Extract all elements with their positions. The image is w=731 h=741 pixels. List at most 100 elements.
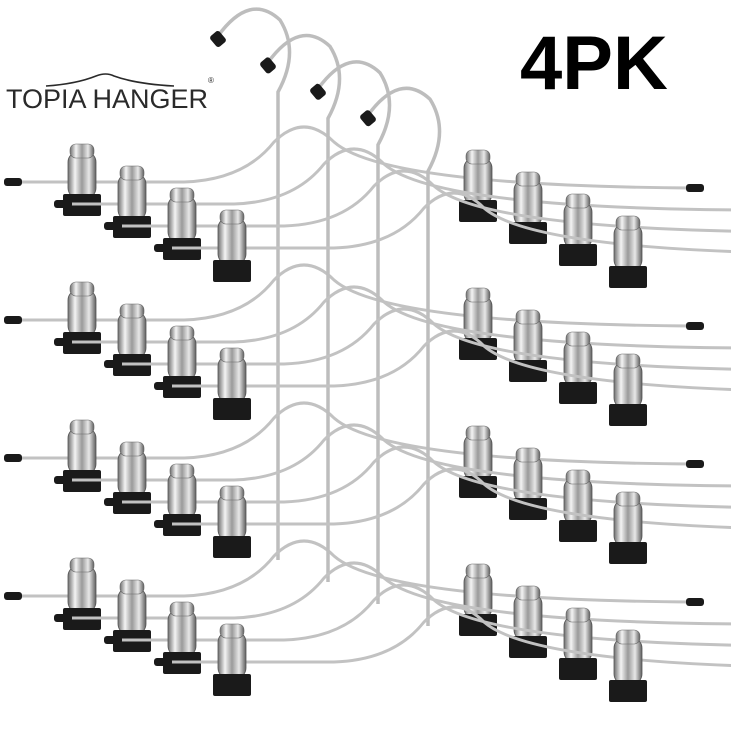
hanger-hook — [266, 33, 342, 582]
clip-body — [217, 217, 247, 265]
rod-end-cap — [54, 476, 72, 484]
rod-end-cap — [686, 460, 704, 468]
hanger-rod — [64, 561, 731, 626]
clip-body — [217, 493, 247, 541]
clip-spring — [565, 193, 591, 209]
clip-body — [217, 631, 247, 679]
clip-spring — [465, 425, 491, 441]
hanger-rod — [64, 147, 731, 212]
clip-grip — [559, 658, 597, 680]
clip-spring — [169, 187, 195, 203]
rod-end-cap — [104, 636, 122, 644]
clip-spring — [119, 303, 145, 319]
clip-grip — [459, 476, 497, 498]
clip-spring — [615, 353, 641, 369]
hanger-rod — [164, 605, 731, 668]
clip-body — [67, 427, 97, 475]
clip-body — [613, 361, 643, 409]
clip-spring — [219, 623, 245, 639]
clip-grip — [559, 244, 597, 266]
rod-end-cap — [686, 598, 704, 606]
rod-end-cap — [104, 222, 122, 230]
clip-spring — [119, 165, 145, 181]
clip-grip — [213, 674, 251, 696]
clip-body — [613, 637, 643, 685]
hanger-rod — [14, 125, 695, 190]
clip-grip — [509, 498, 547, 520]
clip-grip — [459, 338, 497, 360]
rod-end-cap — [4, 178, 22, 186]
clip-grip — [459, 614, 497, 636]
hanger-rod — [14, 401, 695, 466]
clip-spring — [465, 287, 491, 303]
clip-grip — [609, 680, 647, 702]
rod-end-cap — [4, 454, 22, 462]
clip-spring — [219, 347, 245, 363]
clip-body — [167, 333, 197, 381]
brand-logo: TOPIA HANGER ® — [6, 62, 216, 122]
clip-grip — [459, 200, 497, 222]
clip-grip — [213, 398, 251, 420]
clip-spring — [565, 331, 591, 347]
rod-end-cap — [54, 338, 72, 346]
hook-tip — [210, 31, 226, 47]
clip-grip — [609, 542, 647, 564]
clip-spring — [119, 441, 145, 457]
clip-spring — [615, 215, 641, 231]
clip-grip — [509, 636, 547, 658]
hanger-rod — [164, 329, 731, 392]
clip-spring — [119, 579, 145, 595]
clip-spring — [169, 601, 195, 617]
clip-spring — [169, 325, 195, 341]
rod-end-cap — [104, 498, 122, 506]
hanger-rod — [114, 445, 731, 509]
clip-spring — [515, 171, 541, 187]
registered-mark: ® — [208, 76, 214, 85]
hanger-rod — [114, 583, 731, 647]
rod-end-cap — [54, 200, 72, 208]
hanger-hook — [366, 86, 442, 626]
hook-tip — [310, 83, 326, 100]
clip-body — [117, 311, 147, 359]
clip-grip — [609, 404, 647, 426]
clip-body — [167, 609, 197, 657]
rod-end-cap — [154, 658, 172, 666]
clip-body — [613, 499, 643, 547]
rod-end-cap — [54, 614, 72, 622]
clip-spring — [565, 469, 591, 485]
rod-end-cap — [4, 592, 22, 600]
hook-tip — [360, 110, 376, 127]
rod-end-cap — [104, 360, 122, 368]
clip-spring — [565, 607, 591, 623]
clip-spring — [169, 463, 195, 479]
clip-grip — [509, 222, 547, 244]
clip-spring — [219, 209, 245, 225]
clip-body — [217, 355, 247, 403]
clip-body — [167, 471, 197, 519]
hanger-rod — [164, 467, 731, 530]
clip-body — [67, 289, 97, 337]
hanger-rod — [64, 423, 731, 488]
clip-grip — [609, 266, 647, 288]
clip-grip — [559, 382, 597, 404]
hanger-rod — [164, 191, 731, 254]
clip-body — [67, 565, 97, 613]
clip-grip — [213, 260, 251, 282]
clip-spring — [465, 563, 491, 579]
hanger-rod — [14, 263, 695, 328]
hanger-hook — [216, 7, 292, 560]
rod-end-cap — [4, 316, 22, 324]
rod-end-cap — [154, 520, 172, 528]
pack-count-label: 4PK — [520, 21, 668, 106]
clip-grip — [213, 536, 251, 558]
clip-body — [117, 449, 147, 497]
clip-grip — [559, 520, 597, 542]
clip-body — [167, 195, 197, 243]
clip-spring — [69, 143, 95, 159]
clip-spring — [515, 585, 541, 601]
clip-spring — [615, 629, 641, 645]
clip-spring — [69, 419, 95, 435]
clip-body — [613, 223, 643, 271]
